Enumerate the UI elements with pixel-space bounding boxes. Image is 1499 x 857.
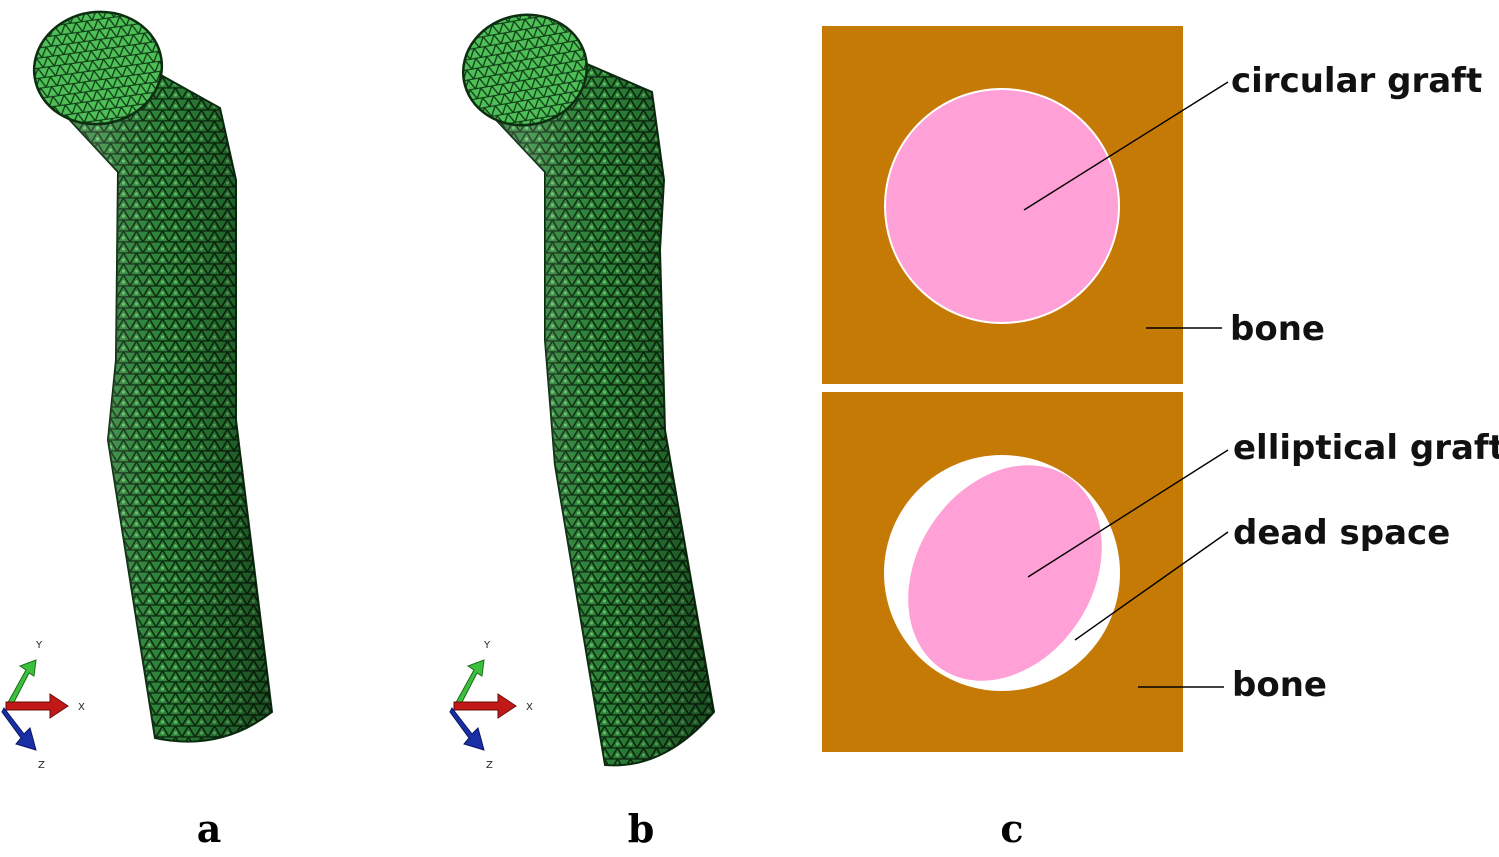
panel-label-c: c [1000,806,1023,851]
axis-z-arrow-icon [1,707,37,751]
cross-section-circular: circular graft bone [822,26,1482,384]
label-circular-graft: circular graft [1231,61,1482,101]
label-elliptical-graft: elliptical graft [1233,428,1499,468]
panel-label-a: a [197,806,222,851]
graft-end-cap-b [461,13,589,127]
cross-section-elliptical: elliptical graft dead space bone [822,392,1499,752]
axis-z-label: Z [38,760,45,771]
label-dead-space: dead space [1233,513,1450,553]
axis-x-label: X [526,702,533,713]
graft-shading-a [42,30,272,742]
axis-y-arrow-icon [453,659,485,709]
leader-circular-graft [1023,81,1229,211]
axis-x-arrow-icon [5,693,69,719]
panel-a: Y X Z a [1,10,274,851]
axis-y-label: Y [35,640,43,651]
panel-label-b: b [628,806,655,851]
axis-z-label: Z [486,760,493,771]
elliptical-graft [908,465,1102,681]
circular-graft [884,88,1120,324]
axis-x-arrow-icon [453,693,517,719]
axis-y-label: Y [483,640,491,651]
label-bone-top: bone [1230,309,1325,349]
label-bone-bottom: bone [1232,665,1327,705]
leader-elliptical-graft [1027,449,1229,578]
graft-end-cap-a [32,10,164,126]
axis-z-arrow-icon [449,707,485,751]
graft-shading-b [470,30,714,766]
axis-triad-a: Y X Z [1,640,85,771]
axis-triad-b: Y X Z [449,640,533,771]
axis-x-label: X [78,702,85,713]
panel-b: Y X Z b [449,13,716,851]
axis-y-arrow-icon [5,659,37,709]
leader-dead-space [1074,531,1229,641]
panel-c: circular graft bone elliptical graft dea… [822,26,1499,851]
